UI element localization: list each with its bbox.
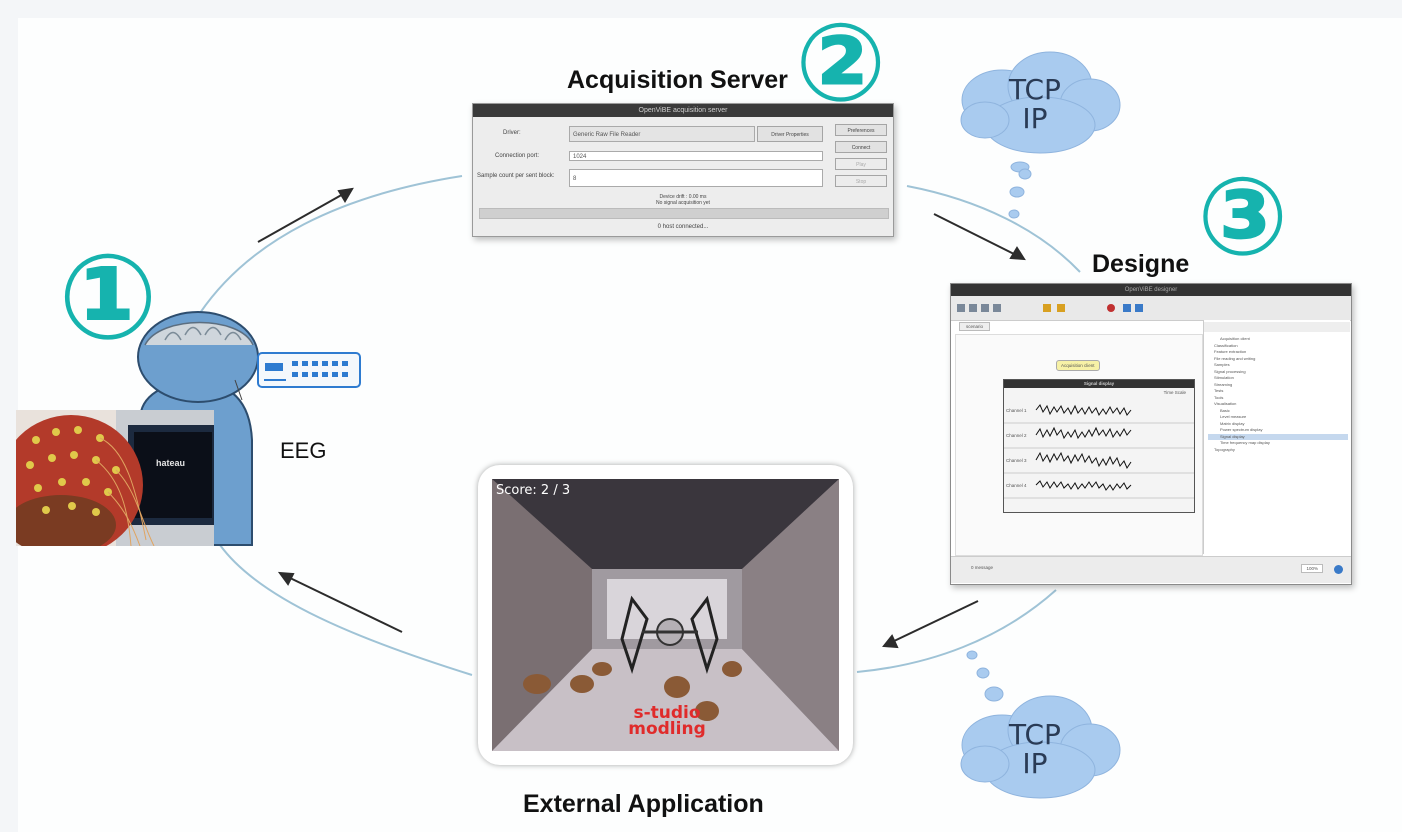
- arc-server-to-designer: [906, 185, 1081, 273]
- game-score: Score: 2 / 3: [496, 483, 571, 498]
- acquisition-server-window: OpenViBE acquisition server Driver: Gene…: [472, 103, 894, 237]
- acq-drift-bar: [479, 208, 889, 219]
- acq-connect-button[interactable]: Connect: [835, 141, 887, 153]
- des-channel-1: Channel 1: [1006, 408, 1027, 413]
- external-application-frame: Score: 2 / 3 s-tudio modling: [478, 465, 853, 765]
- des-signal-display: Signal display Time Scale Channel 1 Chan…: [1003, 379, 1195, 513]
- des-tree-item[interactable]: Visualisation: [1214, 401, 1237, 406]
- des-title: OpenViBE designer: [951, 284, 1351, 296]
- acq-title: OpenViBE acquisition server: [473, 104, 893, 117]
- arrow-4-head: [277, 571, 295, 586]
- des-tree-item[interactable]: Stimulation: [1214, 375, 1234, 380]
- des-tree-item[interactable]: Classification: [1214, 342, 1238, 348]
- des-statusbar: 0 message 100%: [951, 556, 1351, 583]
- des-status-message: 0 message: [971, 565, 994, 570]
- acq-preferences-button[interactable]: Preferences: [835, 124, 887, 136]
- des-channel-3: Channel 3: [1006, 458, 1027, 463]
- des-tree-item[interactable]: Matrix display: [1220, 420, 1245, 426]
- des-tree-item[interactable]: Power spectrum display: [1220, 427, 1263, 432]
- cloud-top-text: TCP IP: [1000, 75, 1070, 133]
- cloud-top-line2: IP: [1022, 102, 1048, 135]
- cloud-bottom-text: TCP IP: [1000, 720, 1070, 778]
- des-box-acquisition-client[interactable]: Acquisition client: [1056, 360, 1100, 371]
- acq-samples-label: Sample count per sent block:: [477, 173, 555, 179]
- cloud-bottom-line1: TCP: [1009, 718, 1061, 751]
- des-channel-2: Channel 2: [1006, 433, 1027, 438]
- label-external-application: External Application: [523, 790, 764, 818]
- des-tree-item[interactable]: Samples: [1214, 362, 1230, 367]
- label-eeg: EEG: [280, 438, 327, 463]
- acq-footer: 0 host connected...: [657, 224, 709, 230]
- arrow-2: [933, 213, 1017, 256]
- des-tree-item[interactable]: Signal display: [1208, 433, 1348, 440]
- des-signal-display-title: Signal display: [1004, 380, 1194, 388]
- acq-driver-properties-button[interactable]: Driver Properties: [757, 126, 823, 142]
- game-logo: s-tudio modling: [602, 703, 732, 739]
- label-acquisition-server: Acquisition Server: [567, 66, 788, 94]
- des-tree-item[interactable]: File reading and writing: [1214, 355, 1256, 361]
- des-tree-item[interactable]: Time frequency map display: [1220, 440, 1270, 445]
- arrow-1: [257, 192, 346, 243]
- des-tree-item[interactable]: Level measure: [1220, 414, 1247, 419]
- svg-text:hateau: hateau: [156, 458, 185, 468]
- des-tree-item[interactable]: Tools: [1214, 394, 1224, 400]
- arrow-4: [287, 576, 403, 633]
- des-time-scale: Time Scale: [1163, 390, 1186, 395]
- eeg-cap-photo: hateau: [16, 410, 214, 546]
- acq-port-field[interactable]: 1024: [569, 151, 823, 161]
- designer-window: OpenViBE designer scenario Acquisition c…: [950, 283, 1352, 585]
- cloud-top-line1: TCP: [1009, 73, 1061, 106]
- arc-designer-to-app: [856, 589, 1057, 673]
- arc-app-to-eeg: [219, 544, 473, 676]
- acq-status-signal: No signal acquisition yet: [656, 200, 710, 206]
- arrow-2-head: [1009, 246, 1026, 261]
- cloud-top: [960, 51, 1121, 219]
- cloud-bottom-line2: IP: [1022, 747, 1048, 780]
- des-toolbar: [951, 296, 1351, 321]
- acq-play-button[interactable]: Play: [835, 158, 887, 170]
- eeg-amplifier-icon: [257, 352, 361, 388]
- des-tree-item[interactable]: Streaming: [1214, 381, 1233, 387]
- game-logo-line2: modling: [628, 719, 706, 739]
- arrow-3-head: [882, 634, 899, 649]
- des-tree-header: [1204, 322, 1350, 332]
- acq-status-drift: Device drift : 0.00 ms: [659, 194, 707, 200]
- acq-stop-button[interactable]: Stop: [835, 175, 887, 187]
- game-screenshot: Score: 2 / 3 s-tudio modling: [492, 479, 839, 751]
- des-tree-item[interactable]: Signal processing: [1214, 368, 1246, 374]
- des-tree-item[interactable]: Tests: [1214, 388, 1224, 393]
- label-designer: Designe: [1092, 250, 1190, 278]
- arrow-1-head: [337, 187, 354, 203]
- marker-one: ①: [58, 228, 158, 366]
- des-zoom[interactable]: 100%: [1301, 564, 1323, 573]
- des-tree-item[interactable]: Acquisition client: [1220, 336, 1250, 341]
- arrow-3: [891, 600, 979, 643]
- des-tree-item[interactable]: Topography: [1214, 446, 1235, 452]
- des-tab-scenario[interactable]: scenario: [959, 322, 991, 331]
- des-help-icon[interactable]: [1334, 565, 1343, 574]
- cloud-bottom: [960, 650, 1121, 799]
- arc-eeg-to-server: [199, 175, 463, 314]
- acq-port-label: Connection port:: [495, 153, 540, 159]
- marker-two: ②: [795, 1, 887, 126]
- des-channel-4: Channel 4: [1006, 483, 1027, 488]
- acq-samples-field[interactable]: 8: [569, 169, 823, 187]
- marker-three: ③: [1197, 155, 1289, 280]
- acq-driver-label: Driver:: [503, 130, 521, 136]
- des-eeg-traces: [1004, 404, 1194, 499]
- des-tree-item[interactable]: Feature extraction: [1214, 349, 1247, 354]
- acq-driver-select[interactable]: Generic Raw File Reader: [569, 126, 755, 142]
- game-logo-line1: s-tudio: [633, 703, 701, 723]
- des-tree-item[interactable]: Basic: [1220, 407, 1230, 413]
